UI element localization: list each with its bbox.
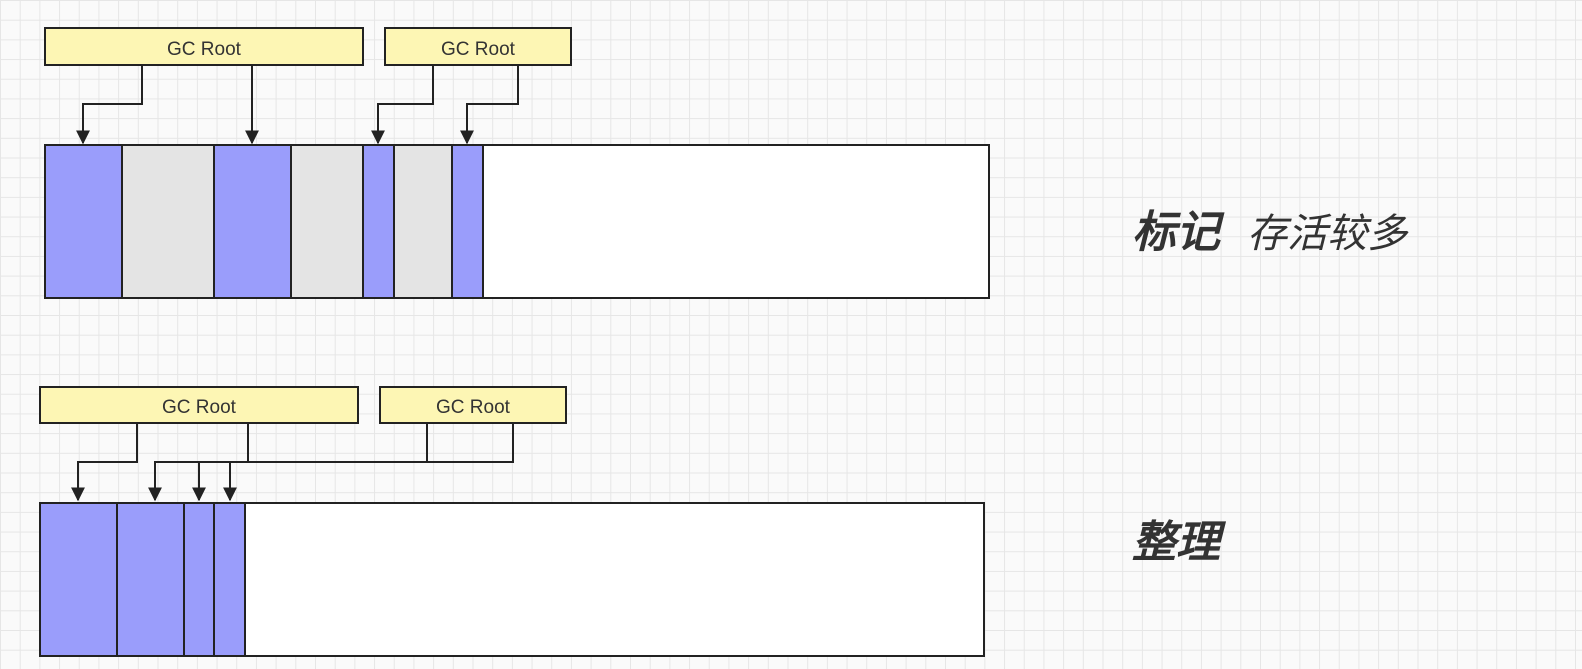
gc-root-box: GC Root [384,27,572,66]
reference-arrow [371,65,434,145]
mark-panel: GC Root GC Root [44,27,990,299]
compact-caption: 整理 [1132,506,1220,570]
memory-cell [213,144,292,299]
memory-cell [393,144,453,299]
compact-panel: GC Root GC Root [39,386,985,657]
reference-arrow [460,65,519,145]
gc-root-label: GC Root [441,39,516,60]
memory-cell [39,502,118,657]
gc-root-box: GC Root [44,27,364,66]
memory-cell [451,144,484,299]
gc-root-label: GC Root [162,397,237,418]
memory-cell [121,144,215,299]
memory-cell [213,502,246,657]
heap-memory-bar [39,502,985,657]
mark-caption: 标记 存活较多 [1132,196,1407,260]
reference-arrow [76,65,143,145]
reference-arrow [223,423,514,502]
memory-cell [290,144,364,299]
memory-cell [183,502,215,657]
memory-cell [44,144,123,299]
gc-root-box: GC Root [39,386,359,424]
memory-cell [116,502,185,657]
mark-caption-title: 标记 [1132,207,1220,258]
gc-root-box: GC Root [379,386,567,424]
memory-cell [244,502,985,657]
reference-arrow [71,423,138,502]
mark-caption-note: 存活较多 [1247,211,1408,257]
compact-caption-title: 整理 [1132,517,1220,568]
memory-cell [362,144,395,299]
memory-cell [482,144,990,299]
gc-root-label: GC Root [436,397,511,418]
heap-memory-bar [44,144,990,299]
gc-root-label: GC Root [167,39,242,60]
